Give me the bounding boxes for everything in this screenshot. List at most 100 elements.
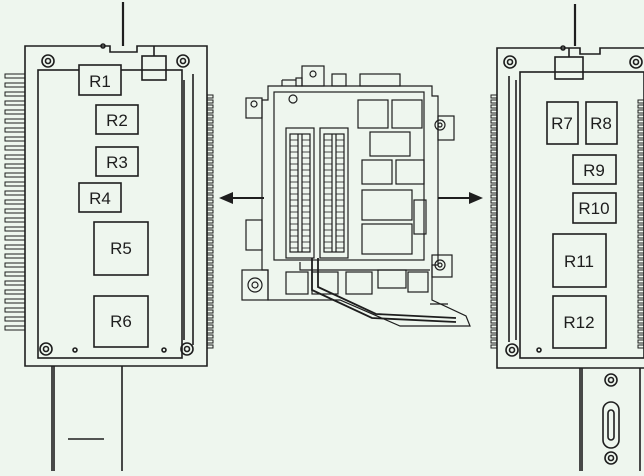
connector-pin <box>637 304 644 309</box>
connector-pin <box>206 319 214 324</box>
connector-pin <box>4 145 26 151</box>
connector-pin <box>637 254 644 259</box>
connector-pin <box>206 169 214 174</box>
connector-pin <box>490 109 498 114</box>
connector-pin <box>637 324 644 329</box>
connector-pin <box>206 299 214 304</box>
connector-pin <box>490 279 498 284</box>
connector-pin <box>490 189 498 194</box>
connector-pin <box>206 339 214 344</box>
connector-pin <box>206 174 214 179</box>
connector-pin <box>637 259 644 264</box>
right-connector-pins-right <box>637 99 644 349</box>
connector-pin <box>206 199 214 204</box>
connector-pin <box>637 129 644 134</box>
connector-pin <box>490 249 498 254</box>
relay-r9: R9 <box>572 154 617 185</box>
connector-pin <box>637 209 644 214</box>
connector-pin <box>490 174 498 179</box>
connector-pin <box>490 284 498 289</box>
connector-pin <box>206 224 214 229</box>
relay-label: R2 <box>106 111 128 130</box>
connector-pin <box>206 134 214 139</box>
relay-r7: R7 <box>546 101 579 145</box>
connector-pin <box>490 334 498 339</box>
connector-pin <box>637 289 644 294</box>
connector-pin <box>637 279 644 284</box>
connector-pin <box>4 190 26 196</box>
relay-label: R7 <box>551 114 573 133</box>
relay-label: R10 <box>578 199 609 218</box>
connector-pin <box>637 249 644 254</box>
connector-pin <box>490 319 498 324</box>
connector-pin <box>490 129 498 134</box>
connector-pin <box>490 234 498 239</box>
connector-pin <box>206 254 214 259</box>
right-connector-pins-left <box>490 94 498 349</box>
connector-pin <box>4 289 26 295</box>
connector-pin <box>206 279 214 284</box>
connector-pin <box>490 244 498 249</box>
connector-pin <box>4 316 26 322</box>
connector-pin <box>490 159 498 164</box>
connector-pin <box>206 304 214 309</box>
connector-pin <box>637 149 644 154</box>
connector-pin <box>4 325 26 331</box>
relay-r12: R12 <box>552 295 607 349</box>
connector-pin <box>4 172 26 178</box>
connector-pin <box>637 114 644 119</box>
relay-label: R6 <box>110 312 132 331</box>
connector-pin <box>4 217 26 223</box>
connector-pin <box>206 159 214 164</box>
connector-pin <box>206 239 214 244</box>
connector-pin <box>490 304 498 309</box>
connector-pin <box>637 189 644 194</box>
connector-pin <box>4 199 26 205</box>
connector-pin <box>206 334 214 339</box>
connector-pin <box>637 284 644 289</box>
connector-pin <box>490 339 498 344</box>
connector-pin <box>206 109 214 114</box>
connector-pin <box>637 269 644 274</box>
connector-pin <box>206 124 214 129</box>
connector-pin <box>637 199 644 204</box>
connector-pin <box>637 309 644 314</box>
connector-pin <box>637 219 644 224</box>
connector-pin <box>637 319 644 324</box>
connector-pin <box>206 219 214 224</box>
connector-pin <box>637 134 644 139</box>
connector-pin <box>206 184 214 189</box>
connector-pin <box>490 254 498 259</box>
connector-pin <box>490 329 498 334</box>
connector-pin <box>206 344 214 349</box>
arrow-left-icon <box>219 192 264 204</box>
connector-pin <box>490 294 498 299</box>
connector-pin <box>637 119 644 124</box>
connector-pin <box>490 149 498 154</box>
connector-pin <box>637 104 644 109</box>
connector-pin <box>637 124 644 129</box>
connector-pin <box>206 249 214 254</box>
connector-pin <box>490 264 498 269</box>
connector-pin <box>206 209 214 214</box>
connector-pin <box>490 139 498 144</box>
connector-pin <box>490 124 498 129</box>
connector-pin <box>206 269 214 274</box>
connector-pin <box>490 209 498 214</box>
connector-pin <box>206 234 214 239</box>
connector-pin <box>4 154 26 160</box>
connector-pin <box>490 169 498 174</box>
connector-pin <box>637 239 644 244</box>
connector-pin <box>4 118 26 124</box>
connector-pin <box>637 174 644 179</box>
connector-pin <box>637 314 644 319</box>
connector-pin <box>4 280 26 286</box>
center-block-ribs <box>290 139 344 249</box>
connector-pin <box>206 204 214 209</box>
connector-pin <box>206 194 214 199</box>
connector-pin <box>490 119 498 124</box>
connector-pin <box>490 229 498 234</box>
relay-label: R3 <box>106 153 128 172</box>
connector-pin <box>490 164 498 169</box>
